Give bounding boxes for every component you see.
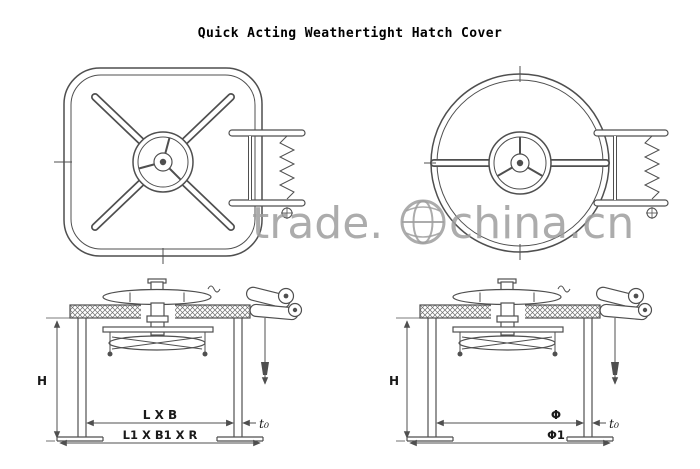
handwheel [488, 131, 552, 195]
spring [643, 135, 661, 200]
handwheel [132, 131, 194, 193]
hinge-assembly [595, 286, 653, 321]
break-mark [207, 285, 221, 293]
dim-label-phi1: Φ1 [547, 428, 565, 442]
dim-label-h: H [37, 374, 47, 388]
watermark: trade. china.cn [252, 198, 634, 249]
spindle-assembly [452, 302, 564, 357]
page-title: Quick Acting Weathertight Hatch Cover [197, 26, 503, 41]
square-hatch-plan-view [54, 67, 306, 264]
hinge-assembly [245, 286, 303, 321]
counterweight [261, 318, 269, 385]
watermark-text-right: china.cn [449, 198, 634, 249]
globe-icon [400, 199, 446, 245]
dimensions: H L X B L1 X B1 X R t₀ [37, 317, 269, 447]
dim-label-h: H [389, 374, 399, 388]
dim-label-l1b1r: L1 X B1 X R [123, 428, 198, 442]
crosshair-mark [646, 207, 658, 219]
dimensions: H Φ Φ1 t₀ [389, 317, 619, 447]
square-hatch-elevation: H L X B L1 X B1 X R t₀ [37, 278, 303, 447]
cleat-spring-assembly [228, 129, 306, 219]
dim-label-t0: t₀ [259, 416, 269, 431]
handwheel-profile [452, 278, 571, 306]
dim-label-phi: Φ [551, 408, 561, 422]
spindle-assembly [102, 302, 214, 357]
crosshair-mark [281, 207, 293, 219]
counterweight [611, 318, 619, 385]
handwheel-profile [102, 278, 221, 306]
round-hatch-plan-view [424, 66, 669, 260]
dim-label-t0: t₀ [609, 416, 619, 431]
round-hatch-elevation: H Φ Φ1 t₀ [389, 278, 653, 447]
break-mark [557, 285, 571, 293]
cleat-spring-assembly [593, 129, 669, 219]
dim-label-lxb: L X B [143, 408, 177, 422]
spring [278, 135, 296, 200]
watermark-text-left: trade. [252, 198, 383, 249]
